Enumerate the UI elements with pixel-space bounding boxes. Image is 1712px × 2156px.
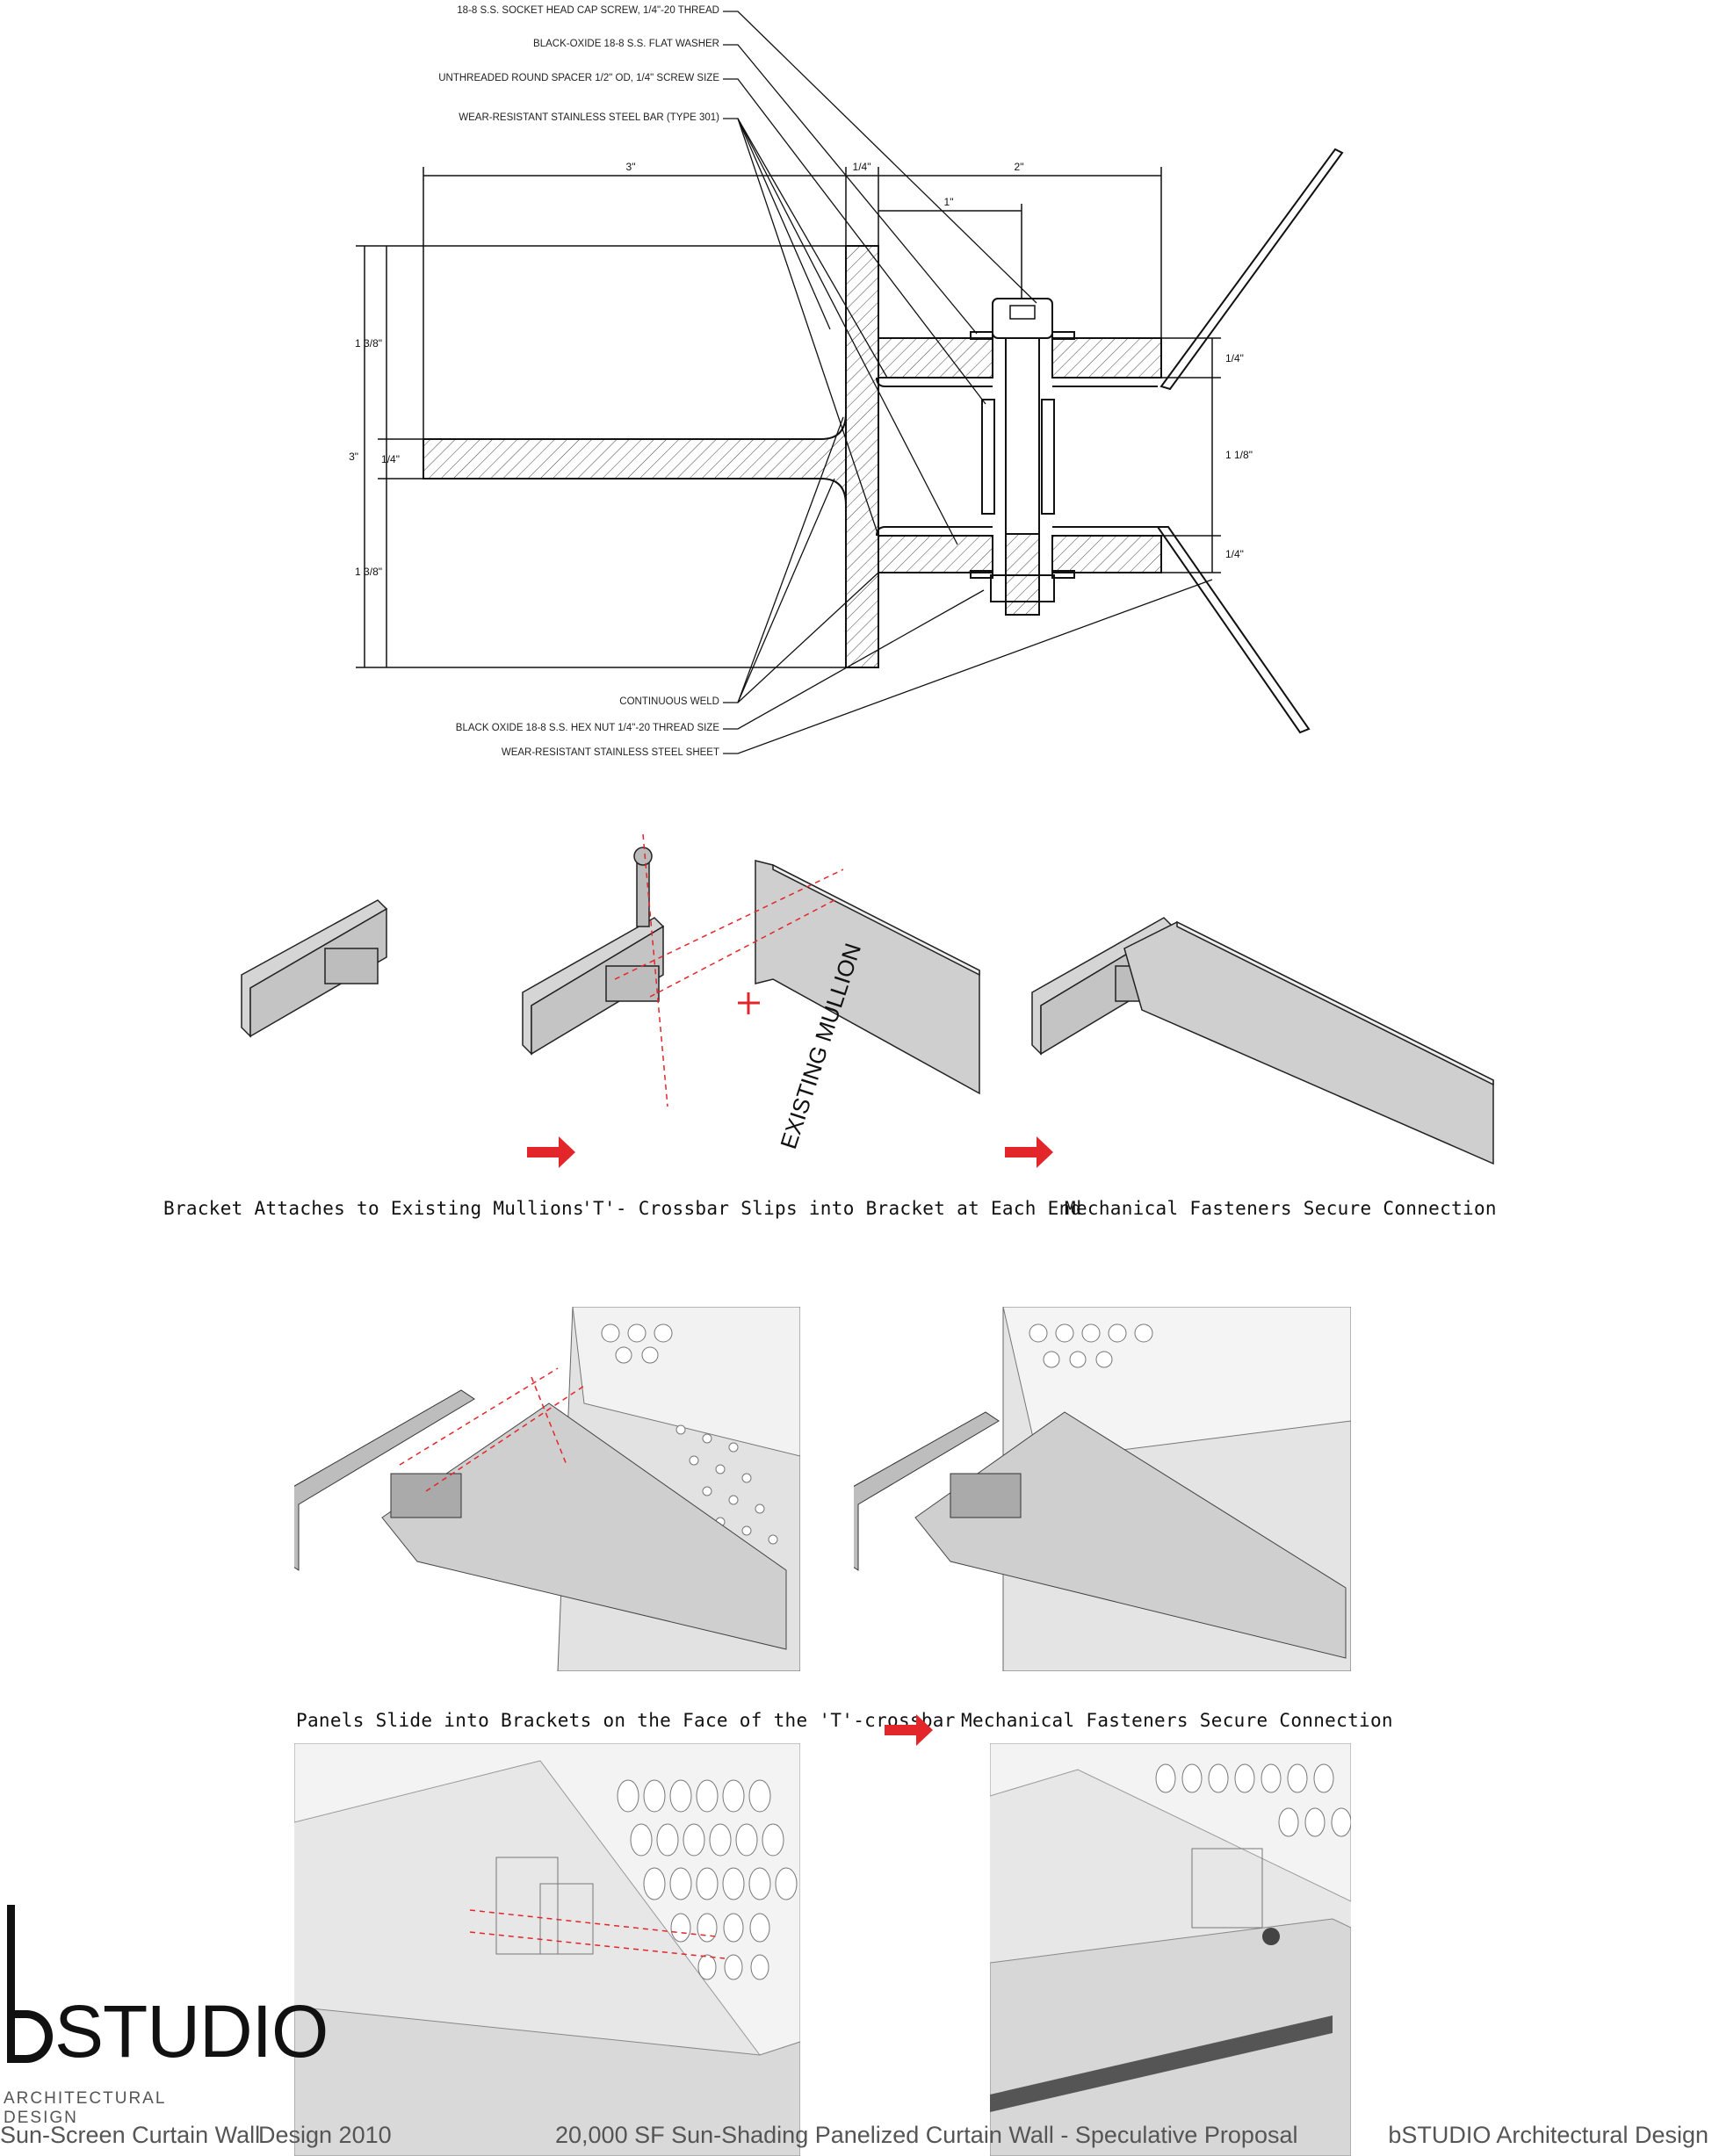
dim-left-upper: 1 3/8" [355, 337, 382, 350]
footer-year: Design 2010 [258, 2122, 392, 2148]
panel-image-closeup-left [294, 1743, 800, 2156]
dim-left-total: 3" [349, 451, 358, 463]
footer-description: 20,000 SF Sun-Shading Panelized Curtain … [555, 2122, 1298, 2148]
panel-image-secure-right [854, 1307, 1351, 1671]
t-bar-web [423, 412, 847, 506]
section-detail-drawing: 3" 1/4" 2" 1" 3" 1 3/8" 1/4" 1 3/8" 1/4"… [349, 11, 1344, 754]
dim-left-mid: 1/4" [381, 453, 400, 465]
dim-right-lower: 1/4" [1225, 548, 1244, 560]
logo-word: STUDIO [54, 1990, 329, 2073]
t-bar-flange [845, 245, 879, 668]
arrow-1 [527, 1136, 575, 1168]
dim-top-right: 2" [1015, 161, 1024, 173]
arrow-2 [1005, 1136, 1053, 1168]
arrow-3 [885, 1714, 933, 1746]
logo-bowl [7, 2010, 53, 2063]
step-fasteners-secure-2: Mechanical Fasteners Secure Connection [961, 1710, 1393, 1731]
panel-image-closeup-right [990, 1743, 1351, 2156]
assembly-row1-drawing: EXISTING MULLION [241, 833, 1494, 1168]
step-panels-slide: Panels Slide into Brackets on the Face o… [296, 1710, 956, 1731]
round-spacer [981, 399, 995, 515]
step-crossbar-slips: 'T'- Crossbar Slips into Bracket at Each… [582, 1198, 1082, 1219]
logo-mark-bar [7, 1905, 15, 2063]
existing-mullion [755, 860, 980, 1095]
stainless-sheet [1159, 148, 1344, 391]
hex-nut [990, 574, 1055, 602]
screw-exploded [636, 855, 650, 927]
dim-inner: 1" [944, 196, 954, 208]
logo-subtitle: ARCHITECTURAL DESIGN [4, 2089, 166, 2127]
bracket-bottom-plate [878, 535, 993, 573]
note-round-spacer: UNTHREADED ROUND SPACER 1/2" OD, 1/4" SC… [438, 73, 719, 83]
bracket-top-plate [878, 337, 993, 379]
dim-top-mid: 1/4" [853, 161, 871, 173]
note-steel-bar: WEAR-RESISTANT STAINLESS STEEL BAR (TYPE… [459, 112, 719, 123]
note-steel-sheet: WEAR-RESISTANT STAINLESS STEEL SHEET [501, 747, 719, 758]
crossbar-assembled [1123, 921, 1494, 1165]
note-continuous-weld: CONTINUOUS WELD [619, 696, 719, 707]
dim-left-lower: 1 3/8" [355, 566, 382, 578]
note-cap-screw: 18-8 S.S. SOCKET HEAD CAP SCREW, 1/4"-20… [457, 5, 719, 16]
note-hex-nut: BLACK OXIDE 18-8 S.S. HEX NUT 1/4"-20 TH… [455, 723, 719, 733]
panel-image-slide-left [294, 1307, 800, 1671]
dim-top-left: 3" [626, 161, 636, 173]
dim-right-mid: 1 1/8" [1225, 449, 1253, 461]
footer-project: Sun-Screen Curtain Wall [0, 2122, 261, 2148]
bstudio-logo: b STUDIO ARCHITECTURAL DESIGN [0, 1901, 329, 2127]
step-bracket-attaches: Bracket Attaches to Existing Mullions [163, 1198, 584, 1219]
step-fasteners-secure-1: Mechanical Fasteners Secure Connection [1065, 1198, 1497, 1219]
dim-right-upper: 1/4" [1225, 352, 1244, 364]
footer-firm: bSTUDIO Architectural Design [1388, 2122, 1708, 2148]
note-flat-washer: BLACK-OXIDE 18-8 S.S. FLAT WASHER [533, 39, 719, 49]
